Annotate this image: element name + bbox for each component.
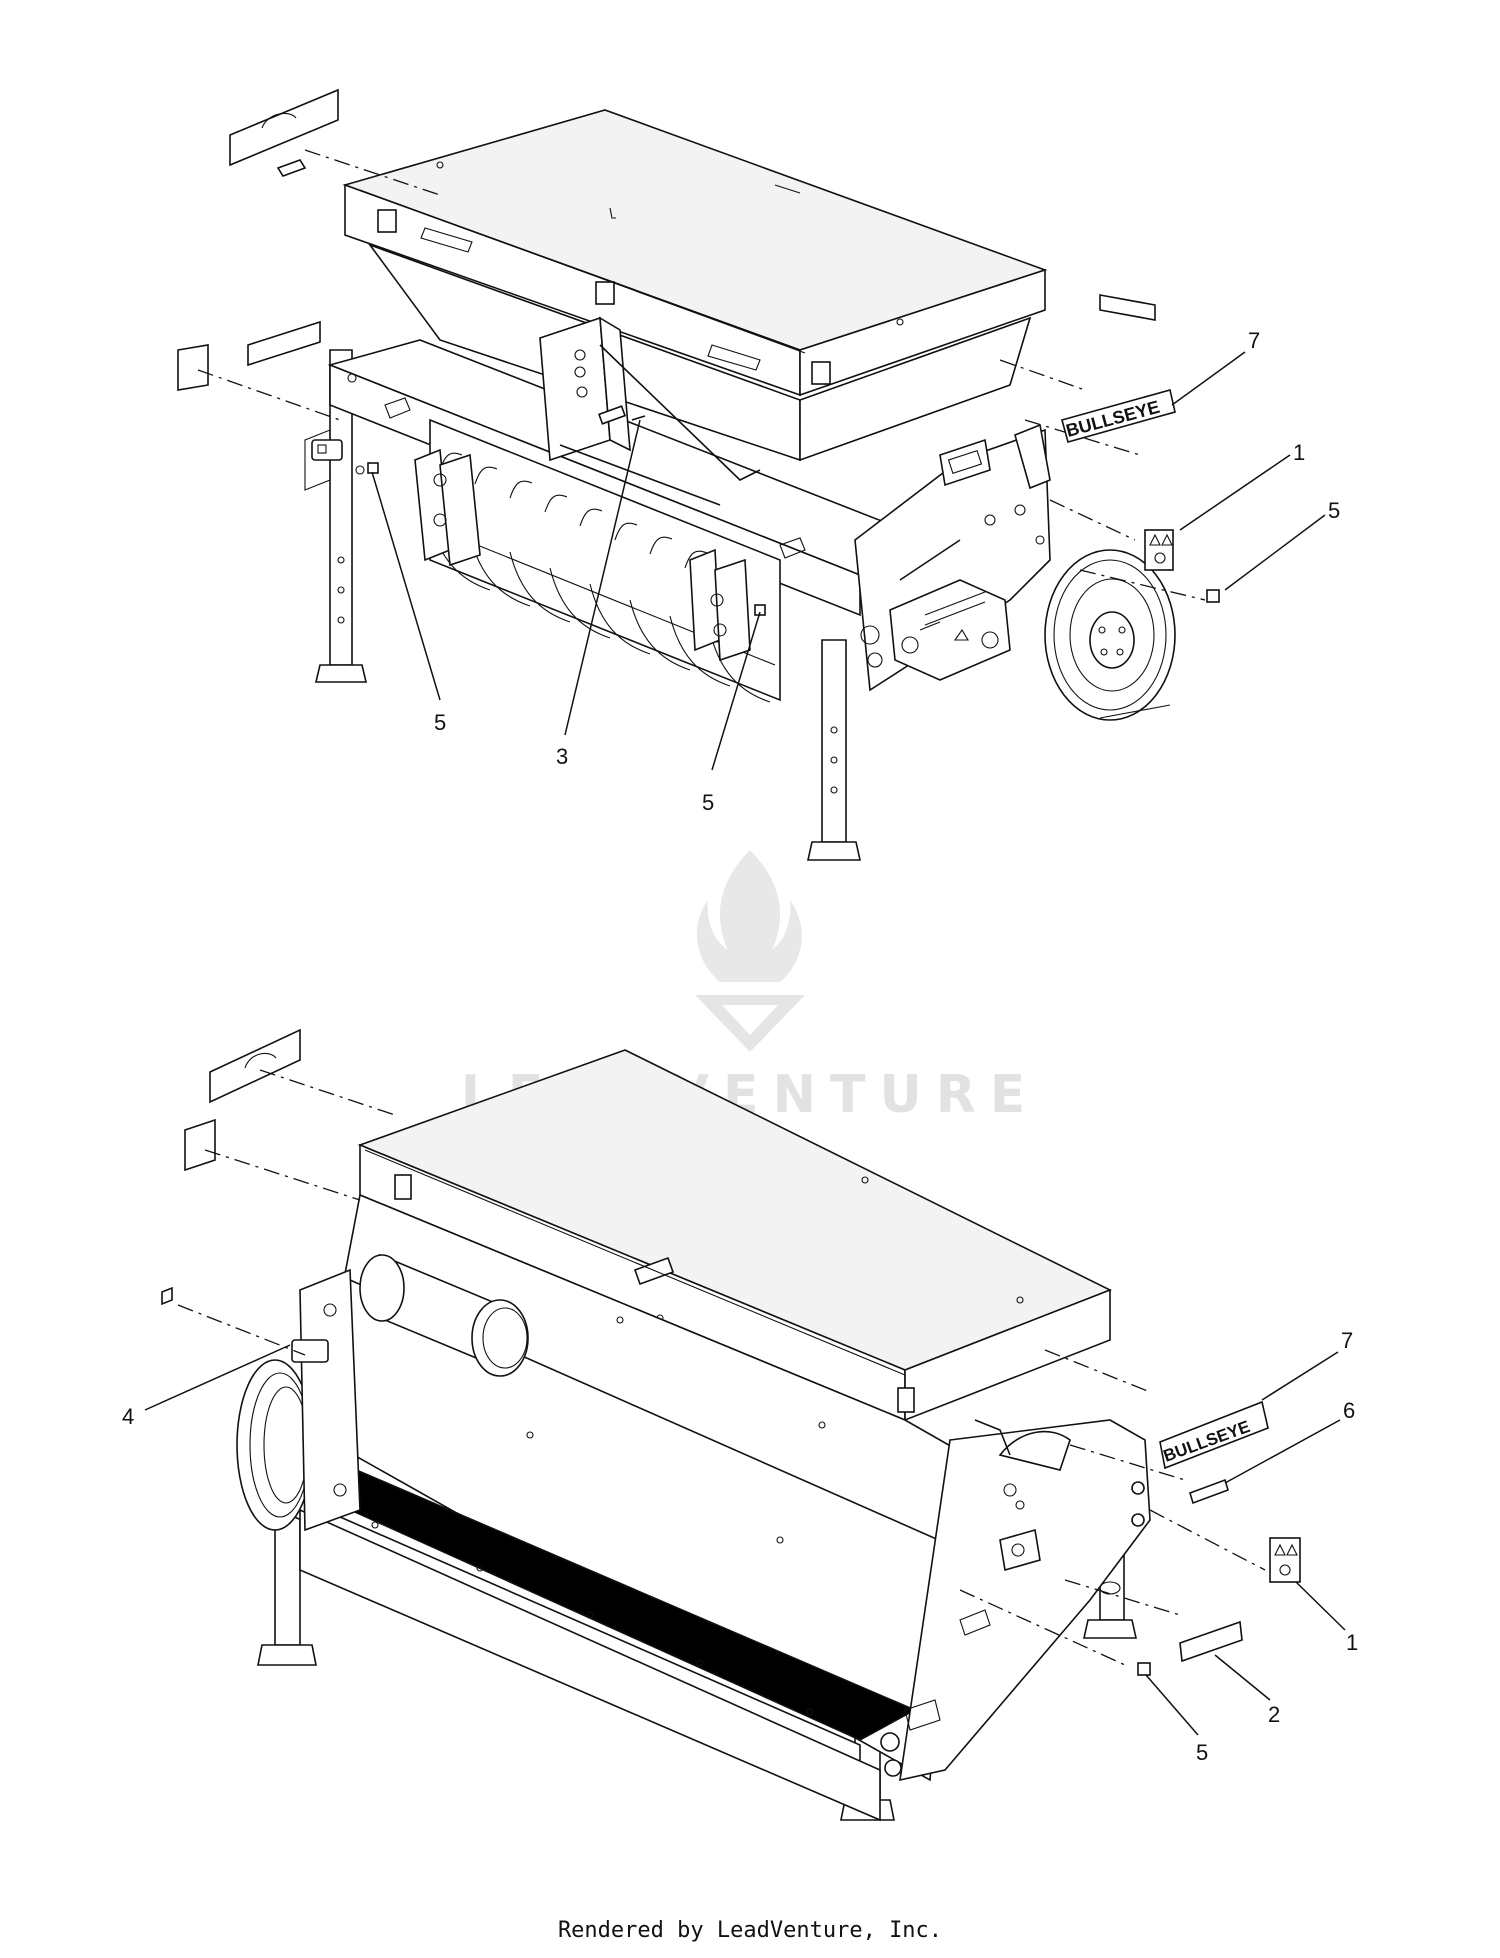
front-decal-6	[1189, 1478, 1229, 1505]
front-callouts: 7 6 4 1 2 5	[122, 1328, 1358, 1765]
front-bullseye-decal: BULLSEYE	[1159, 1400, 1269, 1470]
front-decal-top	[209, 1028, 301, 1104]
render-credit: Rendered by LeadVenture, Inc.	[557, 1918, 943, 1943]
callout-1-rear: 1	[1293, 440, 1305, 465]
rear-hitch-mast	[539, 316, 761, 506]
callout-7-front: 7	[1341, 1328, 1353, 1353]
front-decal-square	[184, 1118, 216, 1172]
v-logo-icon	[695, 995, 805, 1052]
rear-side-plate	[854, 423, 1051, 692]
rear-brand-text: BULLSEYE	[1064, 397, 1162, 441]
rear-warning-decal	[1144, 529, 1174, 571]
front-decal-2	[1179, 1620, 1243, 1663]
front-brush	[289, 1464, 917, 1822]
front-view-machine	[236, 1049, 1151, 1822]
callout-4-front: 4	[122, 1404, 134, 1429]
front-warning-decal	[1269, 1537, 1301, 1583]
rear-view-machine	[304, 109, 1176, 861]
callout-5-front: 5	[1196, 1740, 1208, 1765]
callout-1-front: 1	[1346, 1630, 1358, 1655]
callout-2-front: 2	[1268, 1702, 1280, 1727]
front-left-wheel	[236, 1268, 361, 1532]
callout-3-rear: 3	[556, 744, 568, 769]
rear-bullseye-decal: BULLSEYE	[1061, 389, 1176, 443]
callout-5-rear-right: 5	[1328, 498, 1340, 523]
flame-icon	[696, 850, 802, 982]
rear-decal-strip	[276, 159, 307, 177]
callout-7-rear: 7	[1248, 328, 1260, 353]
front-decal-tiny	[161, 1286, 173, 1306]
rear-spike-rotor	[367, 418, 781, 703]
rear-decal-right	[1099, 294, 1156, 321]
rear-left-bracket	[311, 439, 343, 461]
rear-decal-square	[177, 344, 209, 391]
rear-right-leg	[807, 639, 861, 861]
rear-small-decal	[1206, 589, 1220, 603]
rear-left-leg	[314, 349, 368, 683]
callout-6-front: 6	[1343, 1398, 1355, 1423]
front-cylinder	[359, 1253, 529, 1377]
front-right-plate	[880, 1419, 1151, 1782]
callout-5-rear-center: 5	[702, 790, 714, 815]
rear-decal-top	[229, 88, 339, 167]
front-decal-5	[1137, 1662, 1151, 1676]
callout-5-rear-left: 5	[434, 710, 446, 735]
rear-decal-rect	[247, 320, 321, 367]
front-decals: BULLSEYE	[161, 1028, 1301, 1676]
rear-wheel	[1044, 549, 1176, 721]
rear-callouts: 7 1 5 5 3 5	[371, 328, 1340, 815]
